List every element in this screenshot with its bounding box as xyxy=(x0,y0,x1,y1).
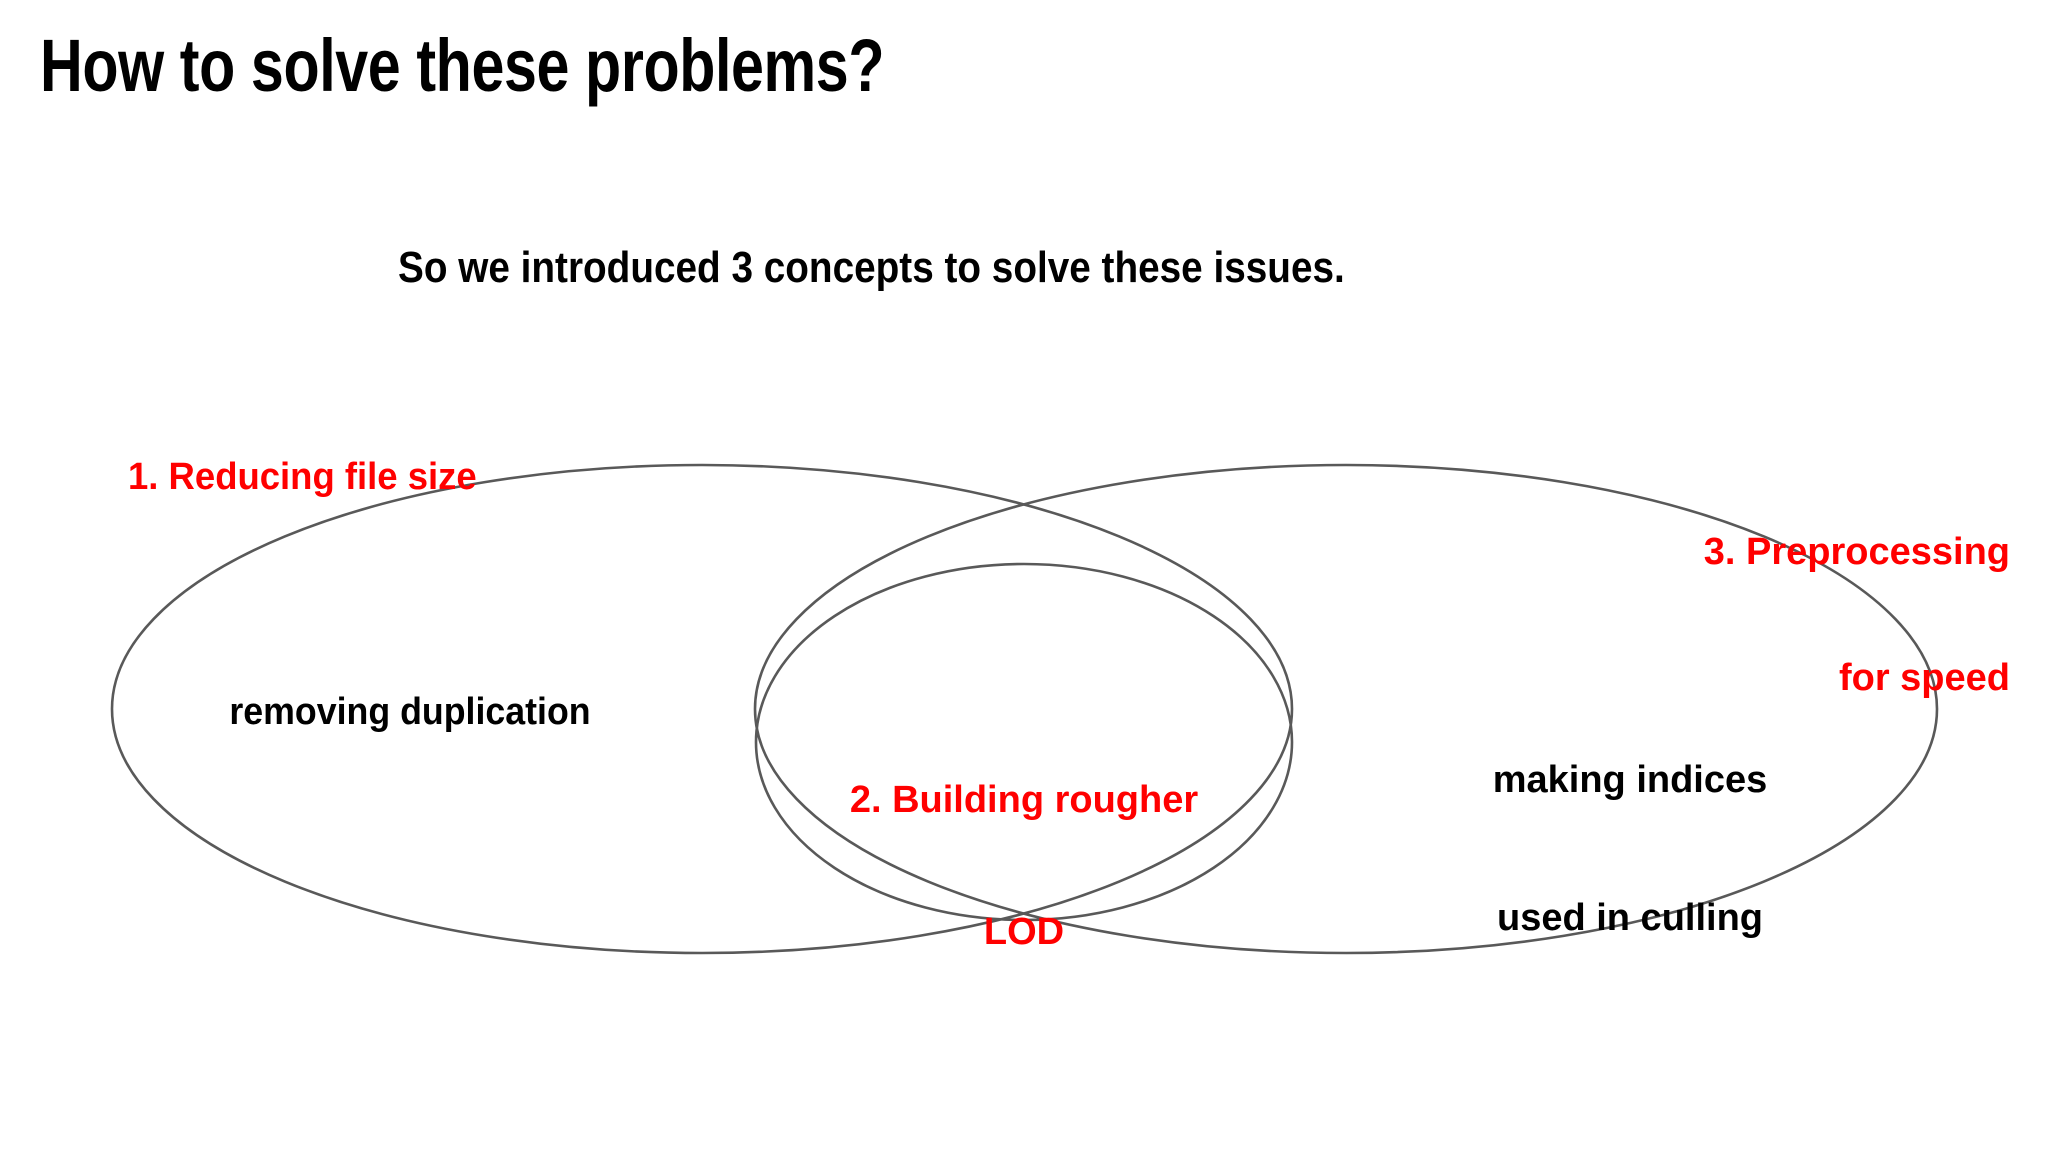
right-ellipse xyxy=(753,463,1939,955)
label-right-content-line-2: used in culling xyxy=(1496,897,1764,939)
slide-subtitle: So we introduced 3 concepts to solve the… xyxy=(398,243,1345,292)
label-concept-3-line-2: for speed xyxy=(1838,657,2010,699)
label-right-content-line-1: making indices xyxy=(1492,759,1768,801)
label-concept-2: 2. Building rougher LOD xyxy=(774,690,1274,1042)
label-left-content: removing duplication xyxy=(229,691,591,733)
left-ellipse xyxy=(110,463,1294,955)
page-title: How to solve these problems? xyxy=(40,24,885,107)
middle-ellipse xyxy=(754,562,1294,922)
label-concept-2-line-2: LOD xyxy=(983,911,1065,953)
label-concept-3: 3. Preprocessing for speed xyxy=(1650,447,2010,783)
label-right-content: making indices used in culling xyxy=(1410,665,1850,1033)
label-concept-2-line-1: 2. Building rougher xyxy=(849,779,1199,821)
label-concept-3-line-1: 3. Preprocessing xyxy=(1703,531,2010,573)
label-concept-1: 1. Reducing file size xyxy=(128,456,477,498)
